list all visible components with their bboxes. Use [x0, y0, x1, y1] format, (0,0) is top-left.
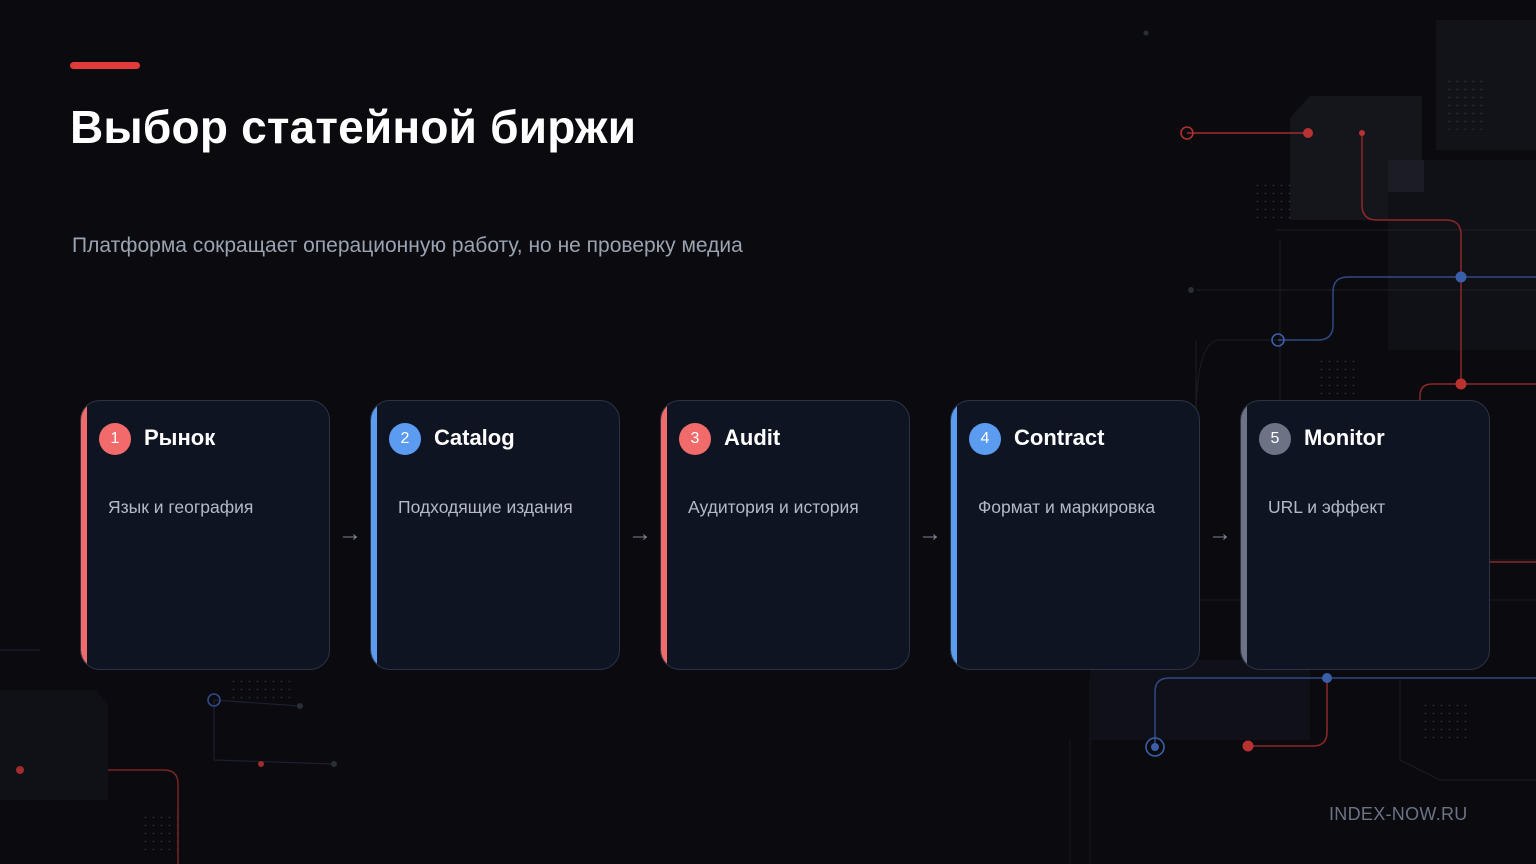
- step-description: Аудитория и история: [688, 497, 859, 517]
- step-card-4: 4 Contract Формат и маркировка: [950, 400, 1200, 670]
- step-title: Contract: [1014, 425, 1105, 450]
- arrow-right-icon: →: [1208, 520, 1232, 547]
- step-number-badge: 3: [679, 423, 711, 455]
- step-description: URL и эффект: [1268, 497, 1386, 517]
- title-accent-bar: [70, 62, 140, 69]
- step-card-1: 1 Рынок Язык и география: [80, 400, 330, 670]
- step-title: Monitor: [1304, 425, 1385, 450]
- step-title: Рынок: [144, 425, 216, 450]
- step-description: Язык и география: [108, 497, 254, 517]
- step-card-stripe: [81, 401, 87, 669]
- step-title: Catalog: [434, 425, 515, 450]
- step-card-stripe: [1241, 401, 1247, 669]
- step-number-badge: 4: [969, 423, 1001, 455]
- step-card-5: 5 Monitor URL и эффект: [1240, 400, 1490, 670]
- step-title: Audit: [724, 425, 781, 450]
- step-card-stripe: [371, 401, 377, 669]
- slide-title: Выбор статейной биржи: [70, 101, 637, 153]
- step-number-badge: 1: [99, 423, 131, 455]
- step-card-stripe: [661, 401, 667, 669]
- step-card-2: 2 Catalog Подходящие издания: [370, 400, 620, 670]
- step-card-stripe: [951, 401, 957, 669]
- step-number-badge: 2: [389, 423, 421, 455]
- arrow-right-icon: →: [628, 520, 652, 547]
- slide-subtitle: Платформа сокращает операционную работу,…: [72, 234, 743, 257]
- step-card-3: 3 Audit Аудитория и история: [660, 400, 910, 670]
- footer-brand: INDEX-NOW.RU: [1329, 804, 1468, 824]
- arrow-right-icon: →: [918, 520, 942, 547]
- step-number-badge: 5: [1259, 423, 1291, 455]
- step-description: Подходящие издания: [398, 497, 573, 517]
- step-description: Формат и маркировка: [978, 497, 1156, 517]
- arrow-right-icon: →: [338, 520, 362, 547]
